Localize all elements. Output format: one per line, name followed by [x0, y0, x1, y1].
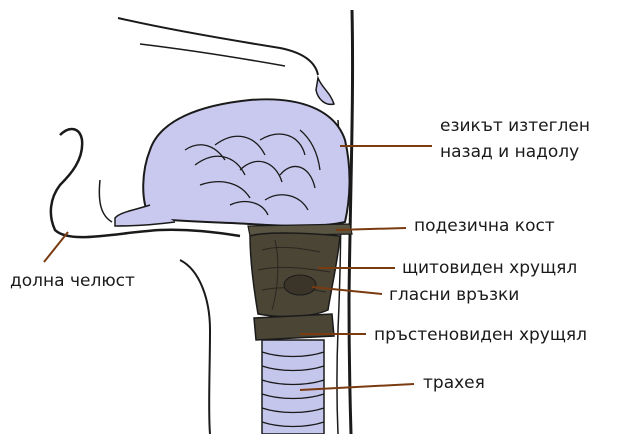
cricoid-cartilage	[254, 314, 334, 340]
palate-outline-lower	[140, 44, 285, 66]
neck-front	[180, 260, 210, 434]
lower-jaw-inner	[99, 180, 112, 222]
label-tongue: езикът изтеглен назад и надолу	[440, 113, 590, 165]
label-lower-jaw: долна челюст	[10, 270, 135, 292]
label-tongue-line1: езикът изтеглен	[440, 113, 590, 139]
palate-outline	[118, 18, 318, 75]
label-cricoid-cartilage: пръстеновиден хрущял	[374, 324, 587, 346]
pharynx-back-wall-outer	[349, 10, 353, 434]
label-vocal-cords: гласни връзки	[389, 284, 519, 306]
uvula	[316, 78, 334, 104]
trachea	[262, 340, 324, 434]
label-tongue-line2: назад и надолу	[440, 139, 590, 165]
label-trachea: трахея	[423, 372, 485, 394]
thyroid-cartilage	[250, 233, 340, 317]
label-hyoid-bone: подезична кост	[414, 215, 555, 237]
vocal-cords	[284, 275, 316, 295]
label-thyroid-cartilage: щитовиден хрущял	[402, 257, 577, 279]
leader-lower-jaw	[44, 232, 68, 262]
